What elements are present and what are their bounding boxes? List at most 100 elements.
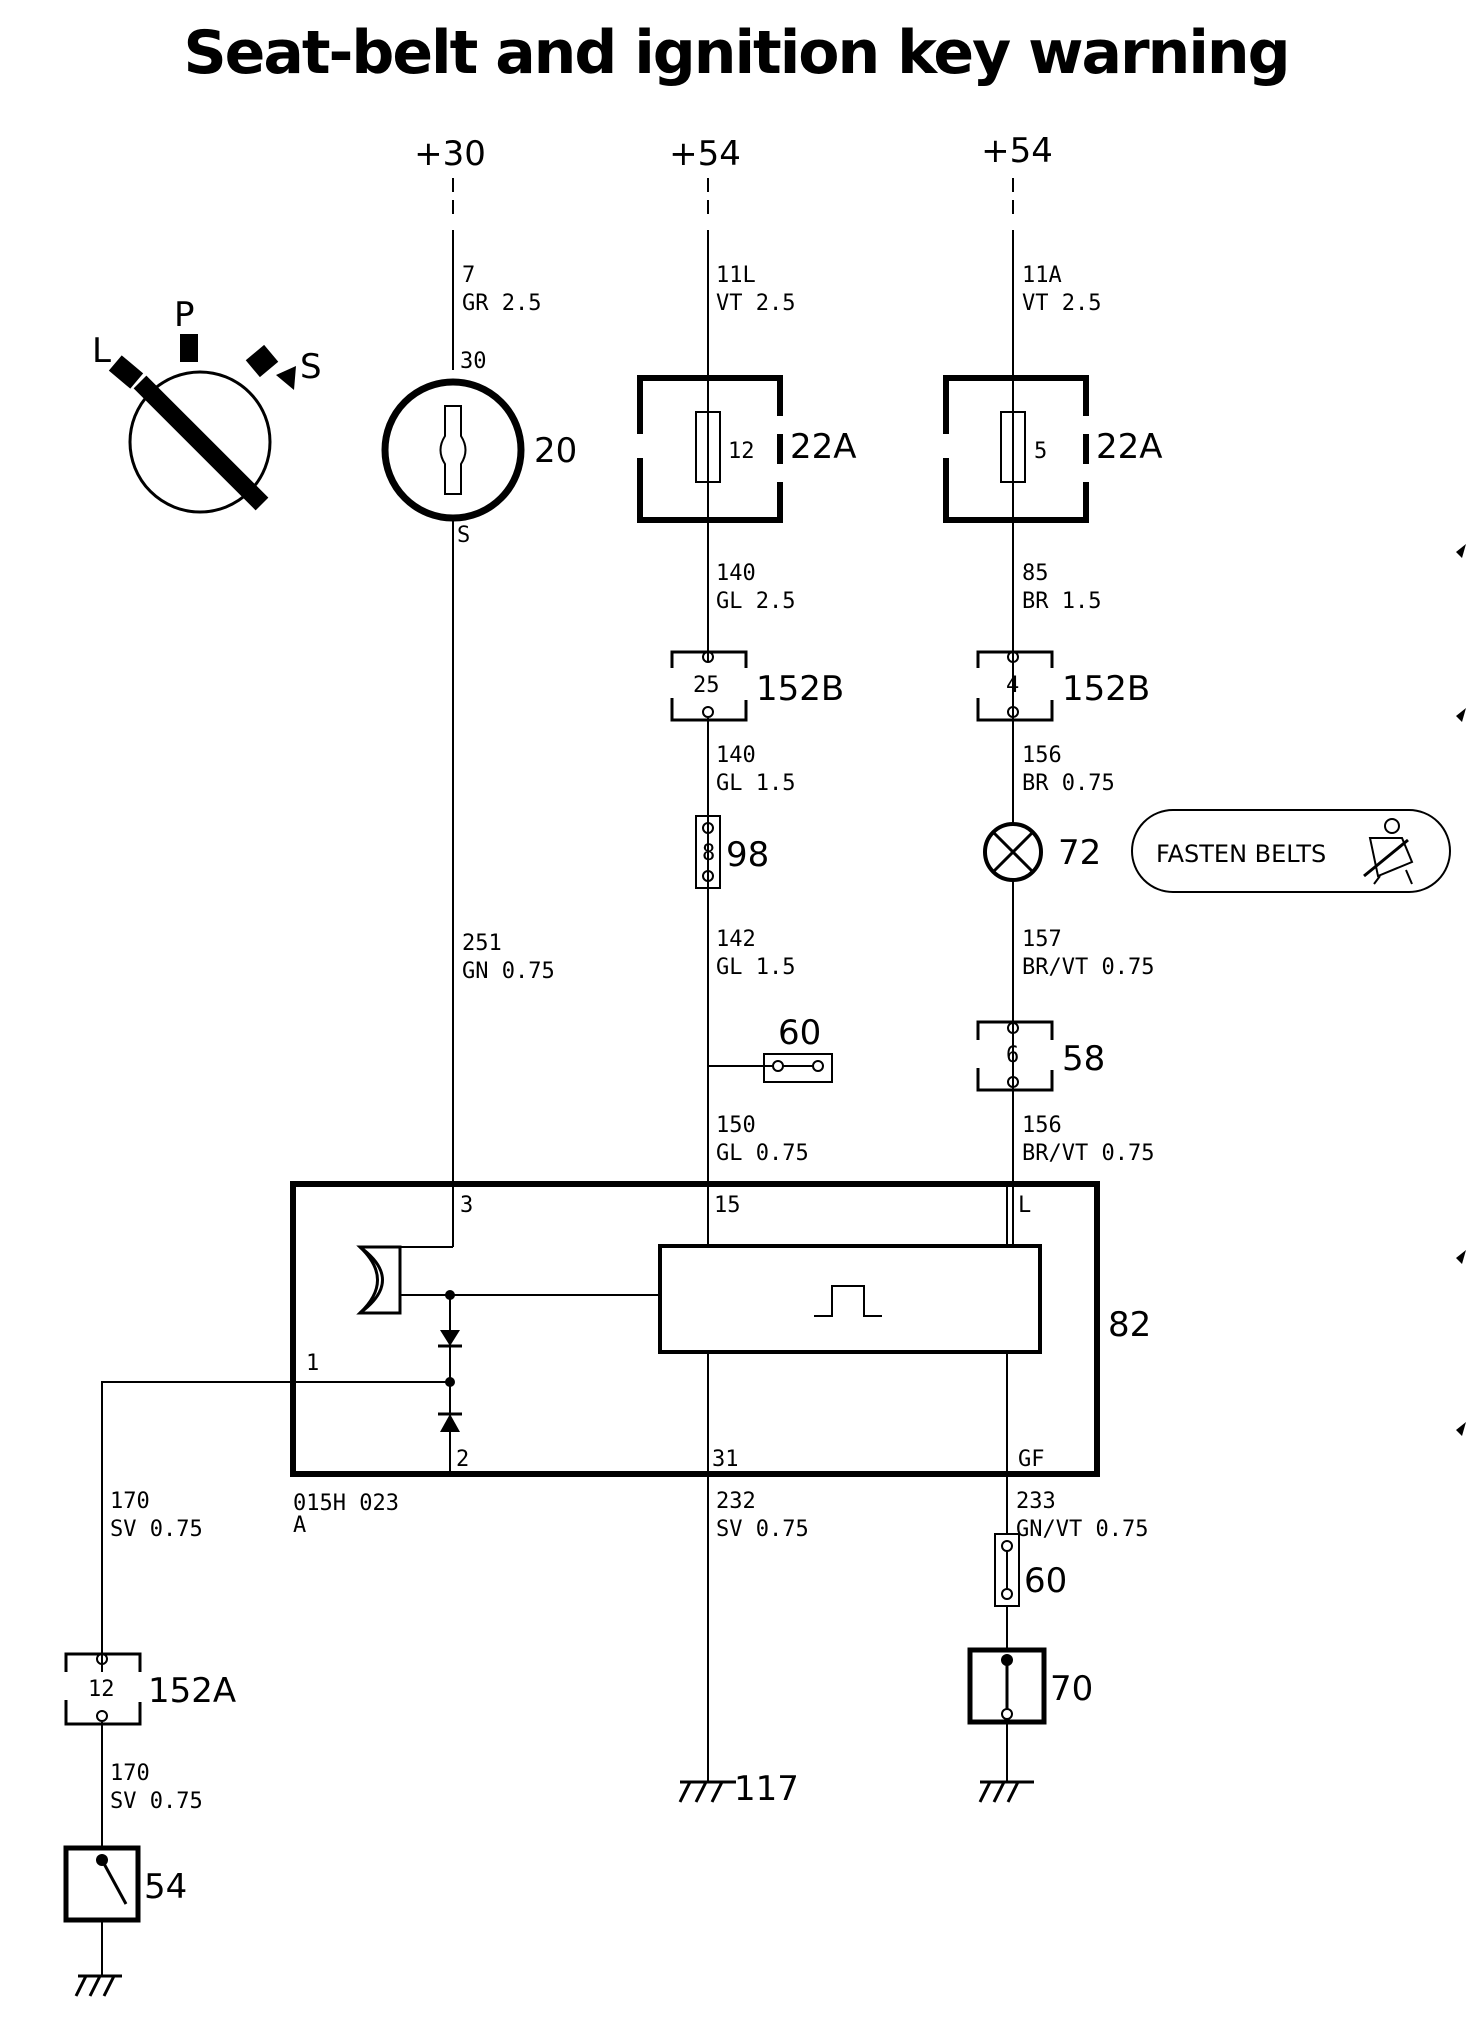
ground-symbol-left: [74, 1974, 122, 1997]
wire-156b-number: 156: [1022, 1113, 1062, 1138]
wire-11a-spec: VT 2.5: [1022, 291, 1101, 316]
supply-label-30: +30: [414, 134, 486, 174]
wire-11a-number: 11A: [1022, 263, 1062, 288]
connector-98-pin: 8: [702, 841, 715, 866]
buzzer-dome: [359, 1245, 384, 1315]
module-82-label: 82: [1108, 1305, 1151, 1345]
connector-152b-4: 4 152B: [976, 650, 1150, 722]
module-pin-3: 3: [460, 1193, 473, 1218]
connector-60-top: 60: [708, 1013, 833, 1083]
connector-152a: 12 152A: [64, 1652, 236, 1726]
wire-85-spec: BR 1.5: [1022, 589, 1101, 614]
fuse-element-12: [695, 411, 721, 483]
ignition-key-bar: [133, 375, 269, 511]
position-p-label: P: [174, 295, 195, 335]
diode-lower-icon: [440, 1414, 460, 1432]
module-pin-2: 2: [456, 1447, 469, 1472]
wire-251-number: 251: [462, 931, 502, 956]
wire-142-number: 142: [716, 927, 756, 952]
module-pin-1: 1: [306, 1351, 319, 1376]
ground-symbol-right: [978, 1780, 1034, 1803]
diagram-title: Seat-belt and ignition key warning: [183, 18, 1290, 88]
lamp-72-label: 72: [1058, 833, 1101, 873]
buckle-switch-70: 70: [967, 1647, 1093, 1782]
wire-170a: [101, 1381, 450, 1672]
ignition-switch-20: 20: [381, 378, 577, 522]
position-s-marker: [245, 344, 279, 378]
connector-152b-4-label: 152B: [1062, 669, 1150, 709]
switch-54-label: 54: [144, 1867, 187, 1907]
wire-156b-spec: BR/VT 0.75: [1022, 1141, 1154, 1166]
key-slot-icon: [439, 405, 467, 495]
fuse-22a-5-label: 22A: [1096, 427, 1163, 467]
wire-170a-number: 170: [110, 1489, 150, 1514]
wire-251-spec: GN 0.75: [462, 959, 555, 984]
position-l-marker: [108, 355, 144, 389]
switch-70-label: 70: [1050, 1669, 1093, 1709]
switch-20-label: 20: [534, 431, 577, 471]
pulse-icon: [814, 1285, 882, 1317]
wire-157-number: 157: [1022, 927, 1062, 952]
wire-142-spec: GL 1.5: [716, 955, 795, 980]
wire-156a-spec: BR 0.75: [1022, 771, 1115, 796]
connector-152b-25-pin: 25: [693, 673, 720, 698]
ground-117-label: 117: [734, 1769, 799, 1809]
wire-150-spec: GL 0.75: [716, 1141, 809, 1166]
position-s-label: S: [300, 347, 322, 387]
fuse-element-5: [1000, 411, 1026, 483]
wire-7-spec: GR 2.5: [462, 291, 541, 316]
supply-label-54-left: +54: [669, 134, 741, 174]
fuse-22a-12: 12 22A: [637, 375, 857, 523]
connector-152b-25: 25 152B: [670, 650, 844, 722]
fuse-22a-5: 5 22A: [943, 375, 1163, 523]
warning-lamp-72: 72: [983, 822, 1101, 882]
wire-11l-spec: VT 2.5: [716, 291, 795, 316]
wire-85-number: 85: [1022, 561, 1049, 586]
switch-20-terminal-30: 30: [460, 349, 487, 374]
connector-152b-25-label: 152B: [756, 669, 844, 709]
wire-140a-number: 140: [716, 561, 756, 586]
seatbelt-switch-54: 54: [63, 1845, 187, 1975]
connector-98-label: 98: [726, 835, 769, 875]
switch-20-terminal-s: S: [457, 523, 470, 548]
ignition-key-symbol: L P S: [92, 295, 322, 514]
timer-block: [658, 1244, 1042, 1354]
fasten-belts-text: FASTEN BELTS: [1156, 840, 1326, 868]
supply-label-54-right: +54: [981, 131, 1053, 171]
module-pin-gf: GF: [1018, 1447, 1045, 1472]
fuse-22a-12-number: 12: [728, 439, 755, 464]
wire-232-number: 232: [716, 1489, 756, 1514]
wire-170a-spec: SV 0.75: [110, 1517, 203, 1542]
warning-module-82: 82 3 15 L 1 2 31 GF: [290, 1181, 1151, 1477]
wire-233-spec: GN/VT 0.75: [1016, 1517, 1148, 1542]
wire-140a-spec: GL 2.5: [716, 589, 795, 614]
wire-170b-spec: SV 0.75: [110, 1789, 203, 1814]
connector-58-label: 58: [1062, 1039, 1105, 1079]
diode-upper-icon: [440, 1330, 460, 1346]
module-code: 015H 023: [293, 1491, 399, 1516]
fuse-22a-12-label: 22A: [790, 427, 857, 467]
connector-152a-label: 152A: [148, 1671, 236, 1711]
position-s-arrow: [276, 366, 296, 390]
connector-58: 6 58: [976, 1020, 1105, 1092]
wire-150-number: 150: [716, 1113, 756, 1138]
wire-140b-spec: GL 1.5: [716, 771, 795, 796]
wire-156a-number: 156: [1022, 743, 1062, 768]
module-pin-15: 15: [714, 1193, 741, 1218]
fasten-belts-indicator: FASTEN BELTS: [1131, 809, 1451, 893]
position-p-marker: [180, 334, 198, 362]
wire-140b-number: 140: [716, 743, 756, 768]
wire-157-spec: BR/VT 0.75: [1022, 955, 1154, 980]
module-pin-l: L: [1018, 1193, 1031, 1218]
wire-7-number: 7: [462, 263, 475, 288]
connector-60-bottom: 60: [994, 1533, 1067, 1607]
wire-233-number: 233: [1016, 1489, 1056, 1514]
connector-60-bottom-label: 60: [1024, 1561, 1067, 1601]
wire-170b-number: 170: [110, 1761, 150, 1786]
connector-58-pin: 6: [1006, 1043, 1019, 1068]
connector-152b-4-pin: 4: [1006, 673, 1019, 698]
position-l-label: L: [92, 331, 111, 371]
buzzer-icon: [356, 1245, 402, 1315]
connector-98: 8 98: [695, 815, 769, 889]
margin-marks: [1456, 544, 1466, 1436]
